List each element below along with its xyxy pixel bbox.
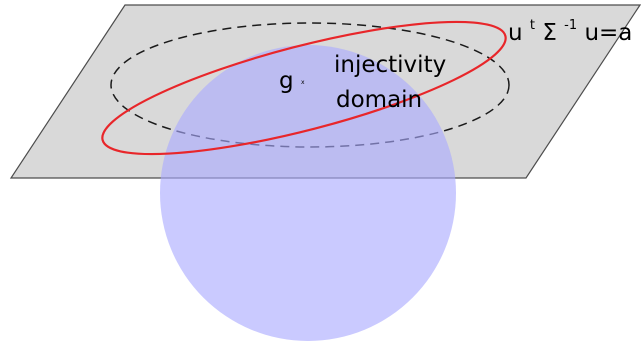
- injectivity-label: injectivity: [334, 52, 446, 78]
- level-set-red-ellipse: [101, 20, 507, 156]
- point-g-label: g: [279, 68, 294, 94]
- equation-inverse-sup: -1: [564, 18, 577, 33]
- level-set-equation: u t Σ -1 u=a: [508, 9, 632, 46]
- sphere: [160, 45, 456, 341]
- injectivity-domain-dashed-ellipse: [110, 22, 510, 148]
- equation-transpose-sup: t: [530, 18, 535, 33]
- equation-sigma: Σ: [542, 20, 557, 46]
- point-g-marker: x: [301, 79, 305, 86]
- equation-u: u: [508, 20, 523, 46]
- equation-rhs: u=a: [584, 20, 632, 46]
- domain-label: domain: [336, 87, 422, 113]
